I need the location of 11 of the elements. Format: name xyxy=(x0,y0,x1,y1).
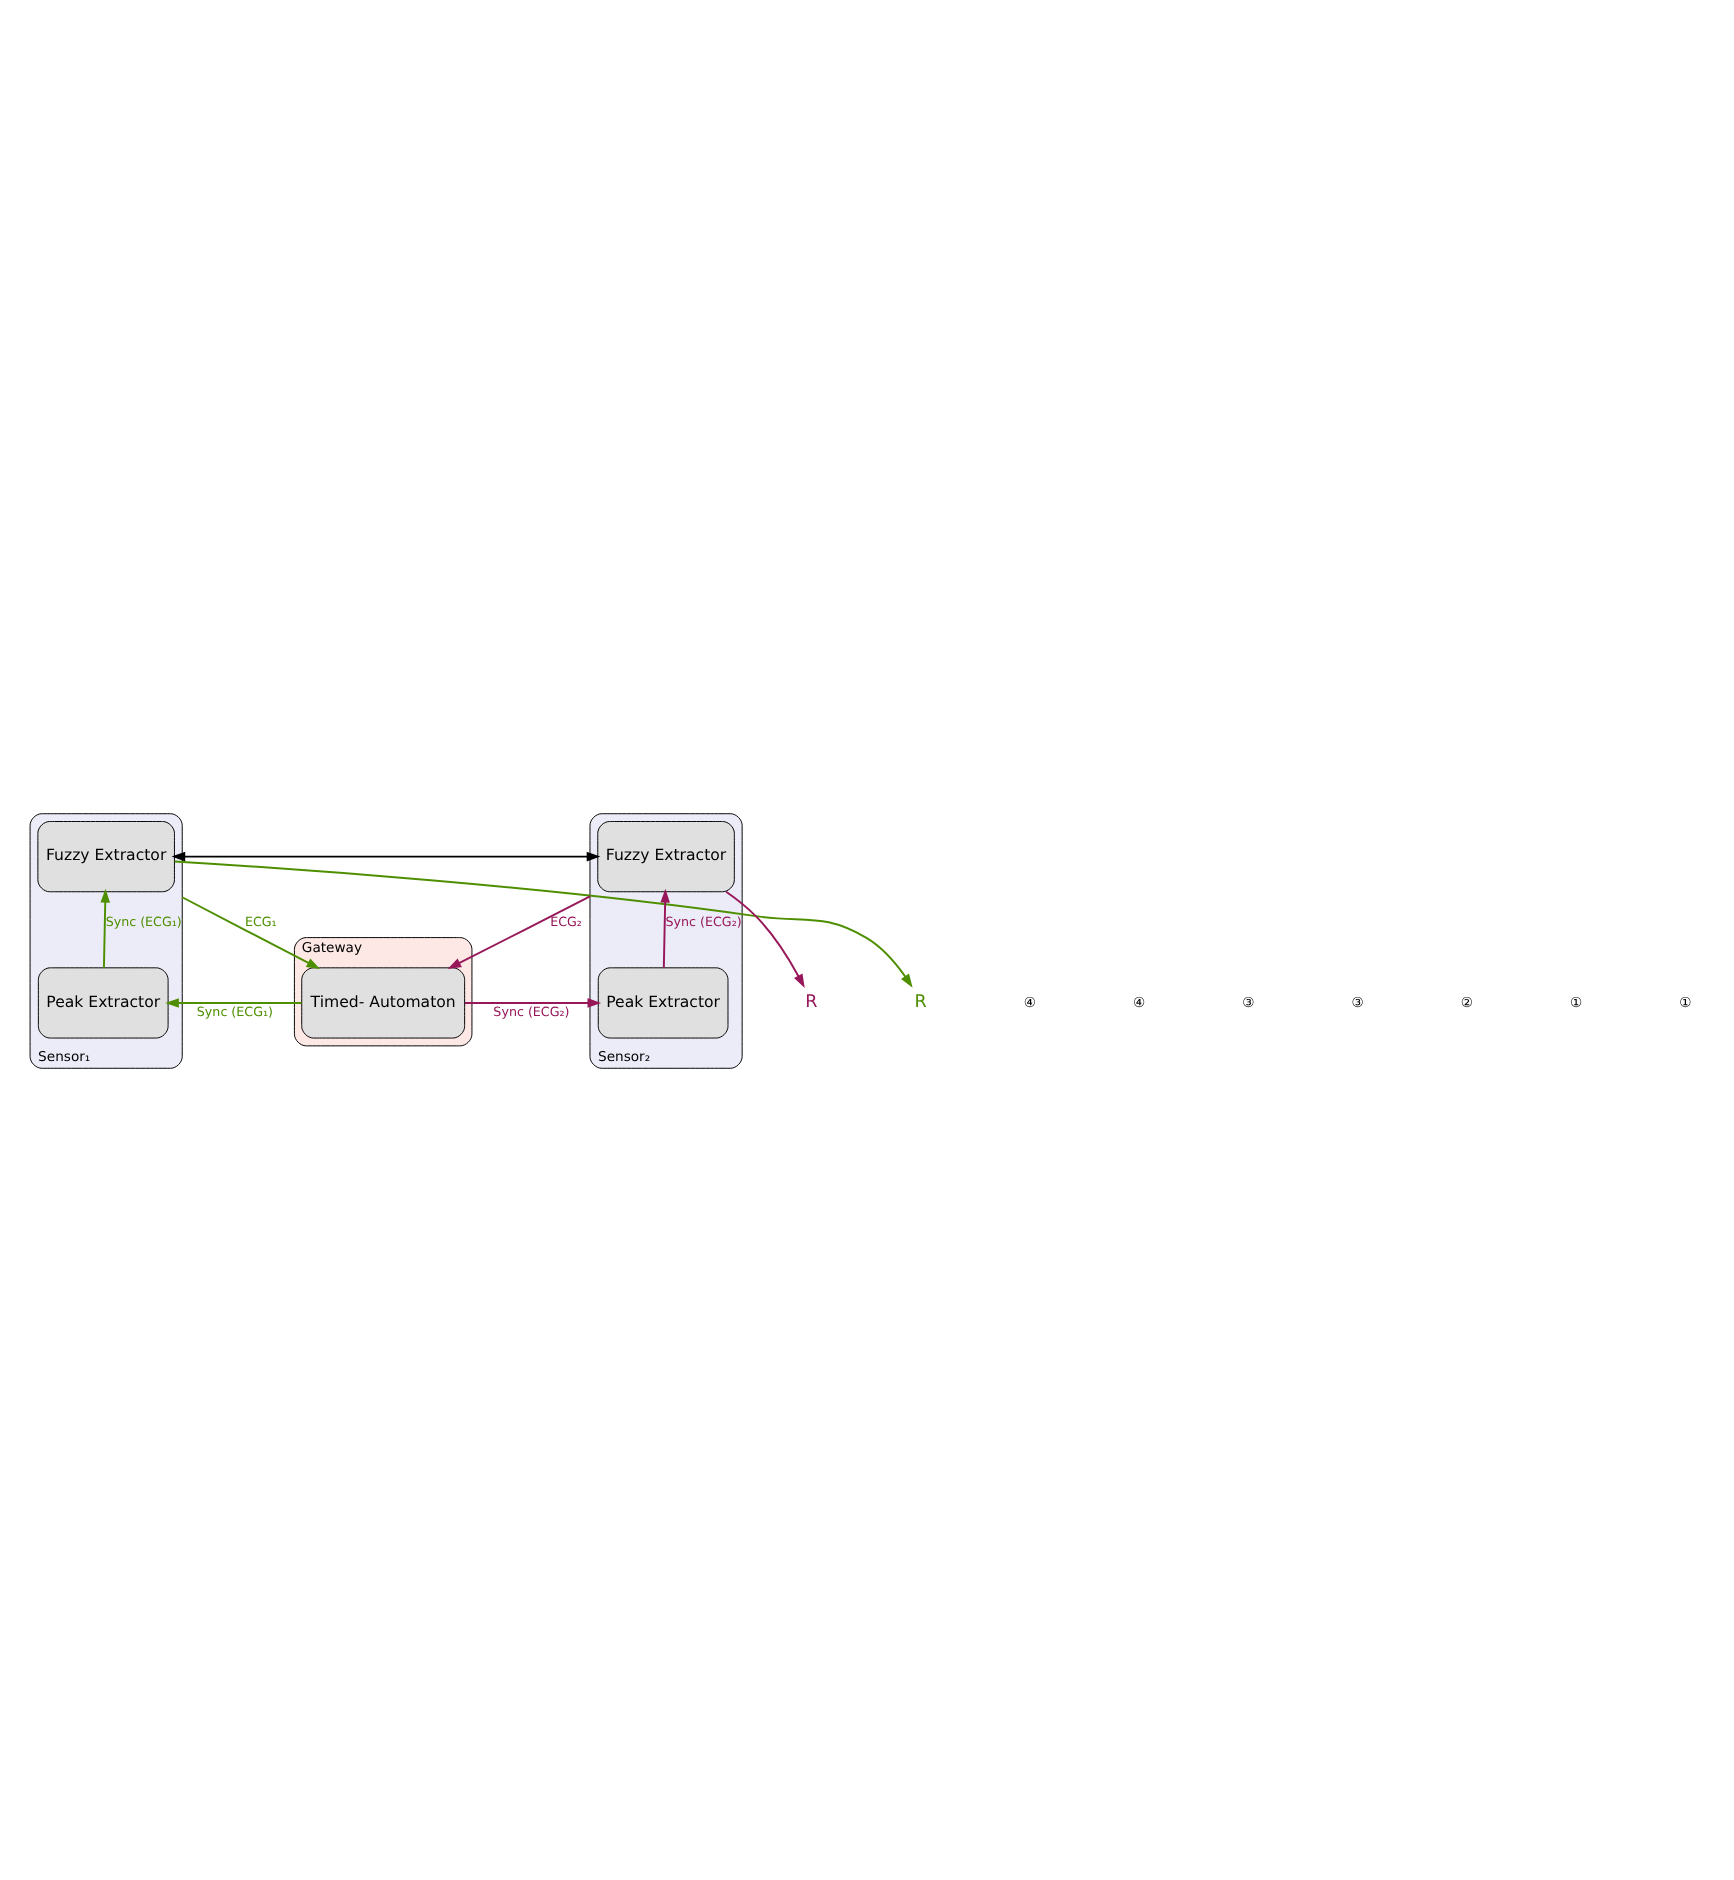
arrow xyxy=(463,997,602,1007)
node-text: R xyxy=(805,992,818,1013)
node-text: R xyxy=(914,992,927,1013)
arrow xyxy=(173,859,913,987)
arrow xyxy=(181,895,321,969)
arrow xyxy=(100,887,111,968)
arrow xyxy=(447,894,591,969)
arrow xyxy=(725,889,805,987)
arrow xyxy=(171,850,601,861)
arrow xyxy=(660,887,670,968)
arrow xyxy=(165,997,303,1007)
